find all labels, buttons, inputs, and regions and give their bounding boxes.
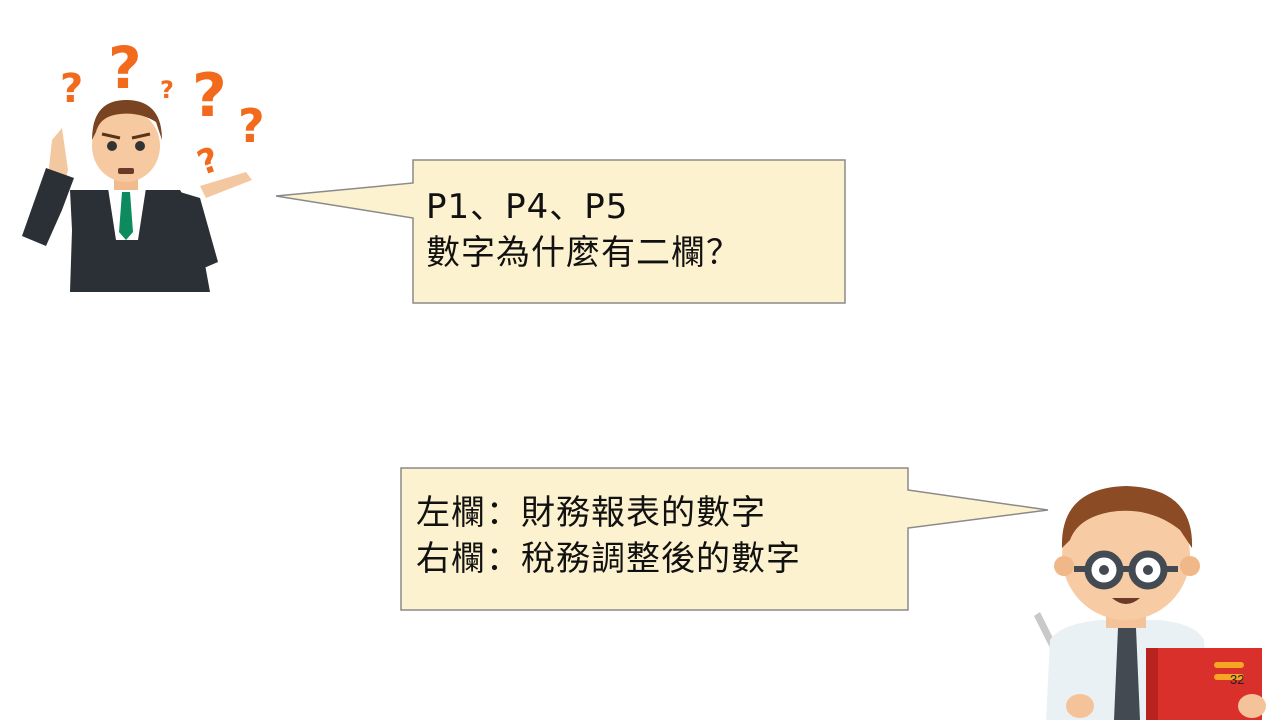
svg-text:?: ?	[60, 66, 83, 112]
teacher-illustration	[1034, 486, 1266, 720]
svg-text:?: ?	[108, 34, 142, 102]
question-marks-icon: ? ? ? ? ? ?	[60, 34, 265, 184]
question-line-2: 數字為什麼有二欄？	[426, 233, 741, 273]
svg-text:?: ?	[160, 76, 174, 104]
glasses-icon	[1074, 550, 1178, 590]
svg-text:?: ?	[238, 99, 265, 153]
answer-text: 左欄：財務報表的數字 右欄：稅務調整後的數字	[416, 490, 801, 582]
question-text: P1、P4、P5 數字為什麼有二欄？	[426, 184, 741, 276]
page-number: 32	[1230, 672, 1245, 687]
answer-speech-bubble	[400, 467, 1049, 611]
confused-businessman-illustration: ? ? ? ? ? ?	[22, 34, 265, 292]
question-line-1: P1、P4、P5	[426, 187, 629, 227]
svg-text:?: ?	[192, 61, 227, 131]
question-speech-bubble	[275, 159, 846, 304]
answer-line-2: 右欄：稅務調整後的數字	[416, 539, 801, 579]
svg-text:?: ?	[192, 140, 224, 184]
answer-line-1: 左欄：財務報表的數字	[416, 493, 766, 533]
